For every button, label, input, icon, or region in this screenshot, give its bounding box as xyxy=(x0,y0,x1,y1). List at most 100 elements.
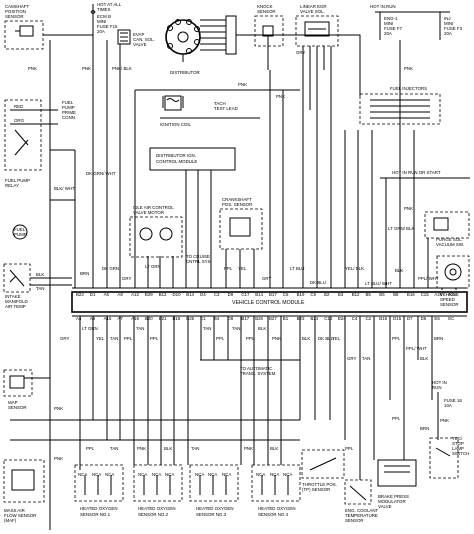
svg-text:SENSOR NO.1: SENSOR NO.1 xyxy=(80,512,111,517)
svg-text:PPL/ WHT: PPL/ WHT xyxy=(406,346,427,351)
svg-text:NCA: NCA xyxy=(92,472,101,477)
svg-text:PPL: PPL xyxy=(246,336,255,341)
vcm-pin-label: B22 xyxy=(76,292,84,297)
distributor: DISTRIBUTOR xyxy=(165,15,237,75)
svg-text:BLK: BLK xyxy=(164,446,172,451)
vcm-pin-label: A15 xyxy=(104,316,112,321)
vcm-pin-label: B2 xyxy=(324,292,330,297)
wire-labels-lower: GRY LT GRN YEL PNK PNK TAN PPL TAN PPL T… xyxy=(54,326,449,461)
svg-text:TAN: TAN xyxy=(110,446,118,451)
vcm-pin-label: A4 xyxy=(76,316,82,321)
vcm-pin-label: B19 xyxy=(297,292,305,297)
svg-text:SENSOR: SENSOR xyxy=(257,9,276,14)
purge-solenoid-vacuum-switch: PURGE SOL. VACUUM SW. xyxy=(424,211,470,247)
idle-air-control-valve: IDLE AIR CONTROL VALVE MOTOR xyxy=(129,205,183,258)
svg-text:SENSOR NO.3: SENSOR NO.3 xyxy=(196,512,227,517)
vcm-pin-label: EC xyxy=(448,316,454,321)
svg-text:BLK: BLK xyxy=(36,272,44,277)
svg-text:PNK: PNK xyxy=(440,418,449,423)
svg-text:MODULATOR: MODULATOR xyxy=(378,499,406,504)
svg-text:PPL/ WHT: PPL/ WHT xyxy=(418,276,439,281)
vcm-pin-label: C3 xyxy=(214,292,220,297)
svg-text:PPL: PPL xyxy=(216,336,225,341)
vcm-pin-label: D1 xyxy=(90,292,96,297)
vcm-pin-label: B8 xyxy=(393,292,399,297)
svg-text:FUSE F7: FUSE F7 xyxy=(384,26,403,31)
svg-text:PUMP: PUMP xyxy=(14,232,27,237)
vcm-pin-label: B13 xyxy=(159,292,167,297)
svg-text:TAN: TAN xyxy=(232,326,240,331)
svg-text:PNK: PNK xyxy=(137,446,146,451)
svg-text:STOP: STOP xyxy=(452,441,464,446)
svg-text:PPL: PPL xyxy=(150,336,159,341)
svg-text:PPL: PPL xyxy=(392,336,401,341)
evap-canister-valve: EVAP CAN. SOL. VALVE xyxy=(117,29,155,47)
vcm-pin-label: D15 xyxy=(393,316,402,321)
svg-text:TAN: TAN xyxy=(191,446,199,451)
svg-text:PNK/ BLK: PNK/ BLK xyxy=(112,66,132,71)
svg-text:ENG-1: ENG-1 xyxy=(384,16,398,21)
svg-text:CONTROL MODULE: CONTROL MODULE xyxy=(156,159,197,164)
svg-text:NCA: NCA xyxy=(195,472,204,477)
svg-text:IGNITION COIL: IGNITION COIL xyxy=(160,122,192,127)
vcm-pin-label: A29 xyxy=(448,292,456,297)
svg-text:BRN: BRN xyxy=(80,271,89,276)
brake-press-modulator-valve: BRAKE PRESS MODULATOR VALVE xyxy=(377,459,417,509)
svg-text:POSITION: POSITION xyxy=(5,9,26,14)
svg-text:SENSOR: SENSOR xyxy=(440,302,459,307)
map-sensor: MAP SENSOR xyxy=(3,369,33,410)
svg-text:BRN: BRN xyxy=(434,336,443,341)
svg-text:FUEL: FUEL xyxy=(62,100,74,105)
svg-text:MANIFOLD: MANIFOLD xyxy=(5,299,28,304)
svg-text:GRY: GRY xyxy=(347,356,357,361)
to-cruise-control: TO CRUISE CNTRL SYS. xyxy=(186,254,212,264)
svg-text:ECM B: ECM B xyxy=(97,14,111,19)
svg-text:(TP) SENSOR: (TP) SENSOR xyxy=(302,487,330,492)
svg-text:SENSOR NO.4: SENSOR NO.4 xyxy=(258,512,289,517)
vcm-pin-label: B23 xyxy=(297,316,305,321)
vcm-pin-label: B15 xyxy=(379,316,387,321)
svg-text:LT GRN: LT GRN xyxy=(82,326,98,331)
vcm-pin-label: B16 xyxy=(407,292,415,297)
svg-text:HOT AT ALL: HOT AT ALL xyxy=(97,2,122,7)
svg-text:NCA: NCA xyxy=(78,472,87,477)
svg-text:SENSOR: SENSOR xyxy=(345,518,364,523)
svg-text:GRY: GRY xyxy=(60,336,70,341)
svg-text:NCA: NCA xyxy=(208,472,217,477)
svg-text:LT BLU/ WHT: LT BLU/ WHT xyxy=(365,281,392,286)
svg-text:IDLE AIR CONTROL: IDLE AIR CONTROL xyxy=(133,205,174,210)
svg-text:PPL: PPL xyxy=(124,336,133,341)
svg-text:DISTRIBUTOR: DISTRIBUTOR xyxy=(170,70,200,75)
wires-upper xyxy=(30,34,457,300)
heated-oxygen-sensor-2: HEATED OXYGEN SENSOR NO.2 xyxy=(133,464,183,517)
svg-text:BLK/ WHT: BLK/ WHT xyxy=(54,186,75,191)
svg-text:FUEL: FUEL xyxy=(14,227,26,232)
tcc-stop-lamp-switch: TCC/ STOP LAMP SWITCH xyxy=(429,436,469,479)
vcm-pin-label: B21 xyxy=(159,316,167,321)
svg-text:TAN: TAN xyxy=(362,356,370,361)
svg-text:VEHICLE: VEHICLE xyxy=(440,292,459,297)
svg-text:RELAY: RELAY xyxy=(5,183,19,188)
vcm-pin-label: B26 xyxy=(255,316,263,321)
svg-text:PURGE SOL.: PURGE SOL. xyxy=(436,237,463,242)
camshaft-position-sensor: CAMSHAFT POSITION SENSOR xyxy=(4,4,44,50)
vcm-pin-label: D6 xyxy=(421,316,427,321)
vcm-pin-label: B14 xyxy=(186,292,194,297)
svg-text:SWITCH: SWITCH xyxy=(452,451,469,456)
vcm-pin-label: C2 xyxy=(366,316,372,321)
svg-text:EVAP: EVAP xyxy=(133,32,144,37)
vcm-pin-label: C1 xyxy=(200,316,206,321)
svg-text:SENSOR: SENSOR xyxy=(8,405,27,410)
wires-lower xyxy=(10,300,433,530)
vcm-pin-label: B29 xyxy=(145,292,153,297)
svg-text:TEMPERATURE: TEMPERATURE xyxy=(345,513,378,518)
svg-text:YEL/ BLK: YEL/ BLK xyxy=(345,266,364,271)
svg-text:20A: 20A xyxy=(97,29,105,34)
vcm-pin-label: A19 xyxy=(131,316,139,321)
svg-text:RED: RED xyxy=(14,104,23,109)
svg-text:MINI: MINI xyxy=(97,19,106,24)
svg-text:TRANS. SYSTEM: TRANS. SYSTEM xyxy=(240,371,276,376)
crankshaft-position-sensor: CRANKSHAFT POS. SENSOR xyxy=(219,197,263,250)
svg-text:HOT IN: HOT IN xyxy=(432,380,447,385)
